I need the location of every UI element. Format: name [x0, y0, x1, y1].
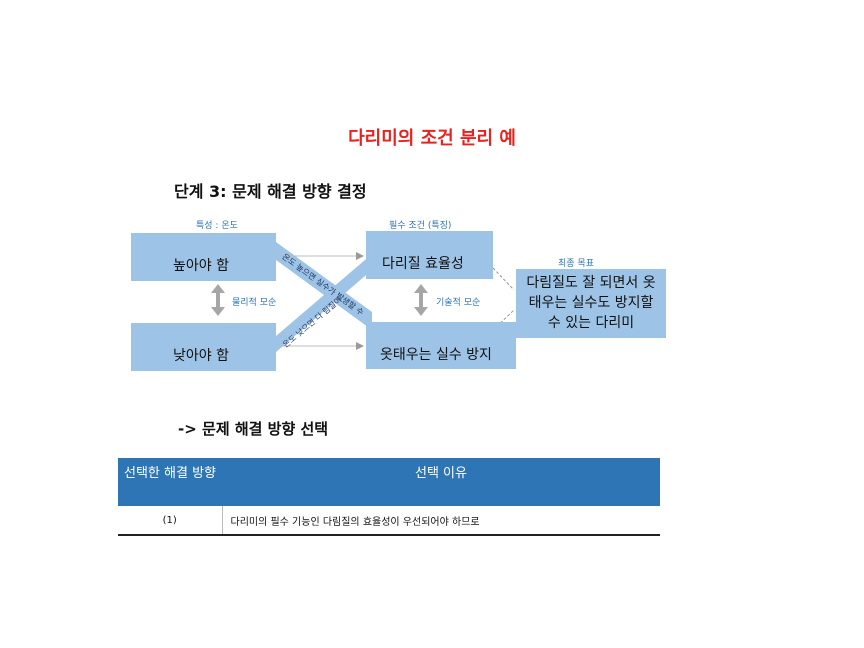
box-goal: 다림질도 잘 되면서 옷 태우는 실수도 방지할 수 있는 다리미	[516, 269, 666, 338]
goal-label: 최종 목표	[558, 259, 594, 269]
box-efficiency: 다리질 효율성	[366, 231, 493, 279]
box-high: 높아야 함	[131, 233, 276, 281]
row-reason: 다리미의 필수 기능인 다림질의 효율성이 우선되어야 하므로	[222, 506, 660, 536]
diagonal-band-high	[276, 242, 372, 330]
header-reason: 선택 이유	[222, 458, 660, 506]
requirement-label: 필수 조건 (특징)	[389, 221, 452, 231]
select-title: -> 문제 해결 방향 선택	[178, 420, 329, 438]
technical-contradiction-label: 기술적 모순	[436, 298, 481, 308]
header-choice: 선택한 해결 방향	[118, 458, 222, 506]
physical-contradiction-label: 물리적 모순	[232, 298, 277, 308]
page-title: 다리미의 조건 분리 예	[348, 128, 516, 149]
decision-table: 선택한 해결 방향 선택 이유 (1) 다리미의 필수 기능인 다림질의 효율성…	[118, 458, 660, 536]
double-arrow-technical-icon	[414, 284, 428, 316]
property-label: 특성 : 온도	[196, 221, 238, 231]
row-choice: (1)	[118, 506, 223, 536]
dash-efficiency-goal	[492, 267, 515, 291]
box-prevent: 옷태우는 실수 방지	[366, 322, 516, 369]
double-arrow-physical-icon	[211, 284, 225, 316]
table-row: (1) 다리미의 필수 기능인 다림질의 효율성이 우선되어야 하므로	[118, 506, 660, 536]
box-low: 낮아야 함	[131, 323, 276, 371]
step-title: 단계 3: 문제 해결 방향 결정	[174, 182, 367, 201]
table-header-row: 선택한 해결 방향 선택 이유	[118, 458, 660, 506]
diagonal-band-low	[276, 254, 372, 352]
